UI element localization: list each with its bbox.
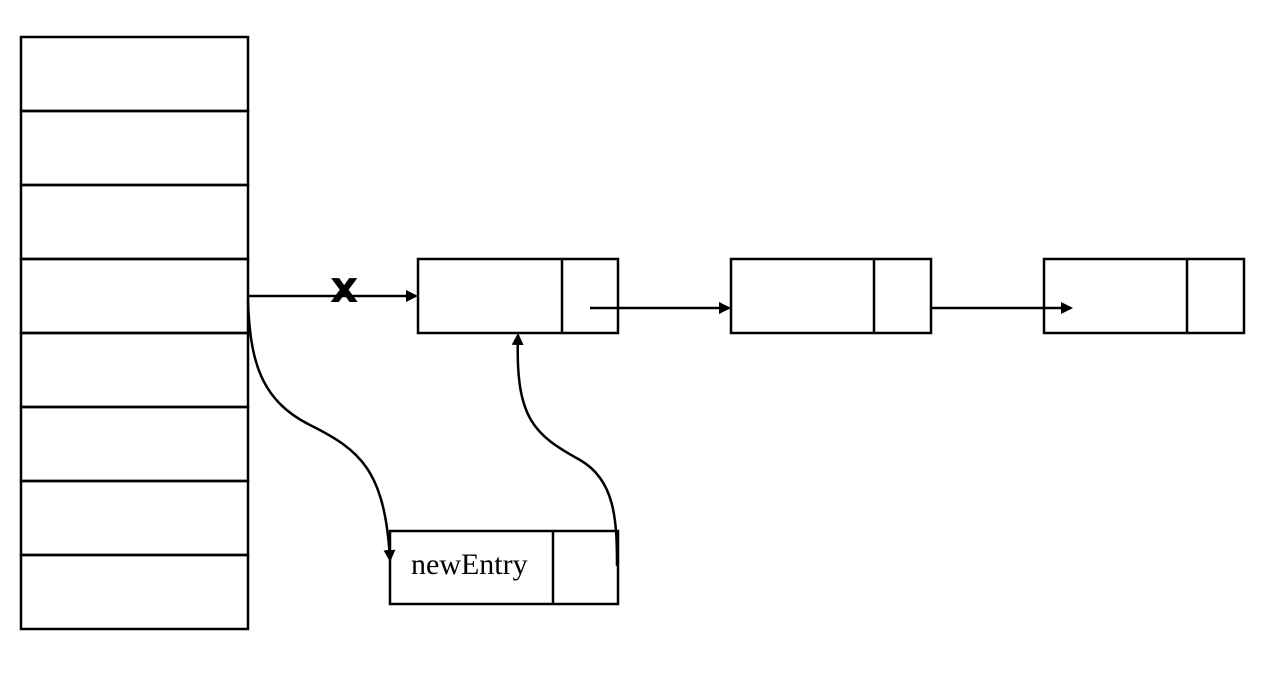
new-entry-data-cell bbox=[388, 529, 620, 606]
chain-node-1-data-cell bbox=[416, 257, 620, 335]
new-entry-to-chain-arrow bbox=[511, 333, 619, 567]
chain-node-3-data-cell bbox=[1042, 257, 1246, 335]
chain-node-2 bbox=[729, 257, 933, 335]
removed-link-mark: x bbox=[330, 262, 358, 313]
chain-node-2-data-cell bbox=[729, 257, 933, 335]
chain-node-1 bbox=[416, 257, 620, 335]
bucket-slot-4 bbox=[19, 257, 250, 335]
bucket-slot-1 bbox=[19, 35, 250, 113]
bucket-slot-3 bbox=[19, 183, 250, 261]
bucket-table bbox=[19, 35, 250, 631]
new-entry-node: newEntry bbox=[388, 529, 620, 606]
chain-node-3 bbox=[1042, 257, 1246, 335]
bucket-slot-8 bbox=[19, 553, 250, 631]
bucket-slot-7 bbox=[19, 479, 250, 557]
new-entry-label: newEntry bbox=[411, 548, 528, 581]
bucket-slot-2 bbox=[19, 109, 250, 187]
bucket-slot-5 bbox=[19, 331, 250, 409]
bucket-to-new-entry-arrow bbox=[246, 299, 396, 562]
bucket-slot-6 bbox=[19, 405, 250, 483]
